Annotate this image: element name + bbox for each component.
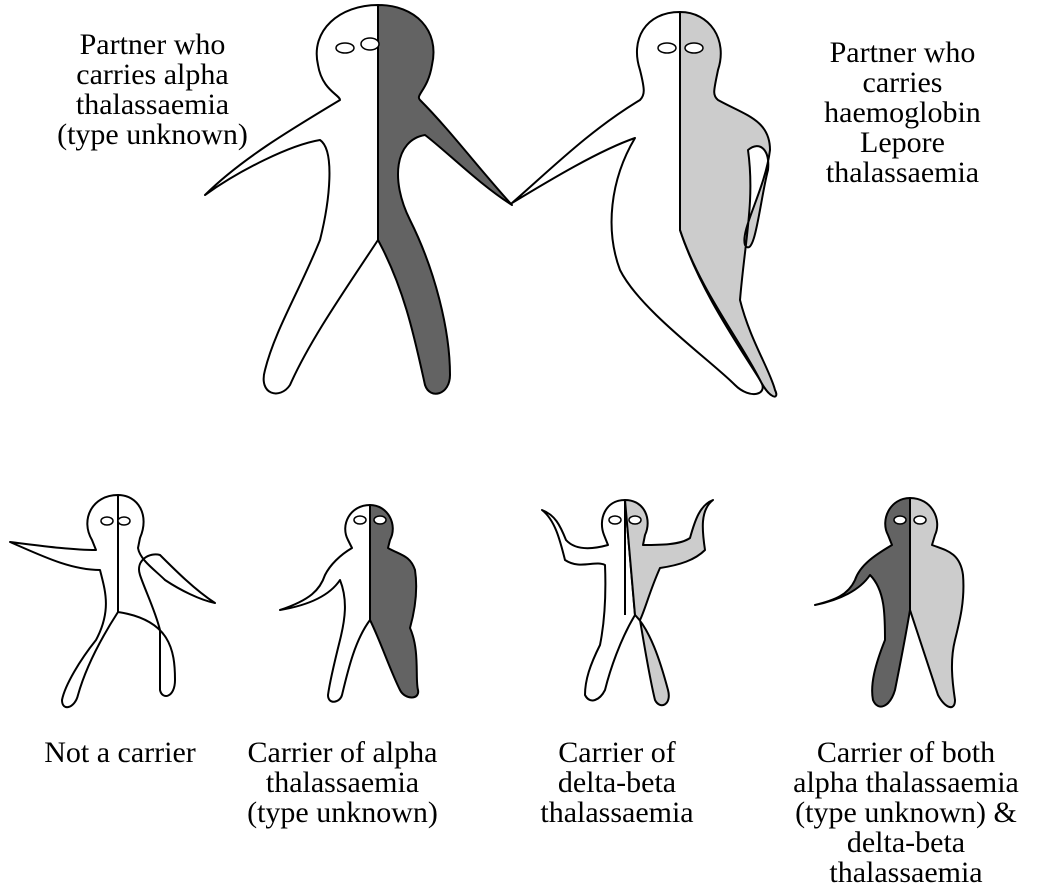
- right-eye-icon: [914, 516, 926, 524]
- right-eye-icon: [629, 516, 641, 524]
- left-eye-icon: [101, 517, 113, 525]
- figure-child-delta-beta-carrier: [542, 500, 713, 705]
- left-eye-icon: [336, 43, 354, 53]
- child-both-carrier-label: Carrier of both alpha thalassaemia (type…: [775, 738, 1037, 888]
- partner-alpha-label: Partner who carries alpha thalassaemia (…: [20, 30, 285, 150]
- left-eye-icon: [658, 43, 676, 53]
- left-eye-icon: [894, 516, 906, 524]
- partner-lepore-label: Partner who carries haemoglobin Lepore t…: [775, 38, 1030, 188]
- figure-partner-lepore: [512, 12, 776, 397]
- figure-child-not-carrier: [10, 495, 215, 707]
- right-eye-icon: [118, 517, 130, 525]
- right-eye-icon: [361, 38, 379, 50]
- left-eye-icon: [609, 516, 621, 524]
- right-eye-icon: [685, 43, 703, 53]
- figure-child-alpha-carrier: [280, 505, 418, 702]
- left-eye-icon: [354, 516, 366, 524]
- figure-child-both-carrier: [815, 498, 963, 707]
- child-delta-beta-carrier-label: Carrier of delta-beta thalassaemia: [512, 738, 722, 828]
- child-not-carrier-label: Not a carrier: [20, 738, 220, 768]
- child-alpha-carrier-label: Carrier of alpha thalassaemia (type unkn…: [225, 738, 460, 828]
- right-eye-icon: [374, 516, 386, 524]
